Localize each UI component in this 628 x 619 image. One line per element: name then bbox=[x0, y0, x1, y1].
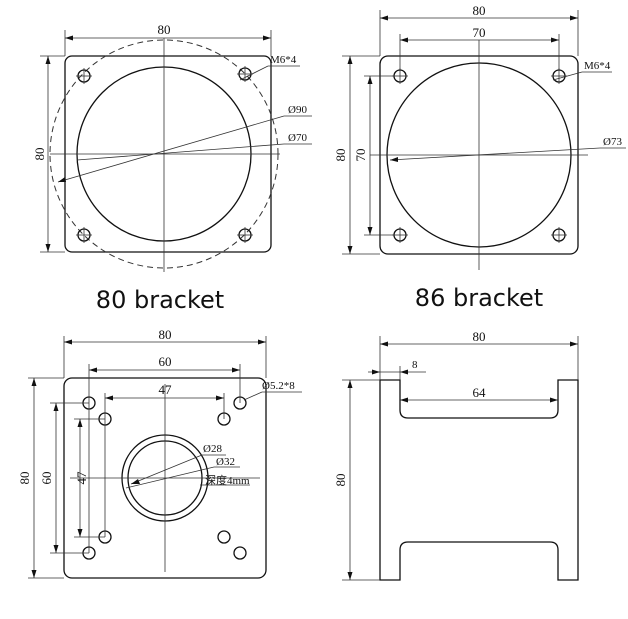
drawing-plate-top-view: 80 60 47 80 60 47 bbox=[17, 327, 302, 579]
label-dia-70: Ø70 bbox=[288, 132, 307, 144]
dim-span-60: 60 bbox=[159, 354, 172, 369]
dim-width-80: 80 bbox=[473, 3, 486, 18]
dim-height-80: 80 bbox=[17, 472, 32, 485]
label-dia-32: Ø32 bbox=[216, 456, 235, 468]
dim-width-80: 80 bbox=[158, 22, 171, 37]
label-m6x4: M6*4 bbox=[270, 54, 297, 66]
dim-hole-span-70-v: 70 bbox=[353, 149, 368, 162]
label-depth-4mm: 深度4mm bbox=[205, 473, 250, 487]
dim-width-80: 80 bbox=[159, 327, 172, 342]
corner-holes bbox=[392, 68, 567, 243]
drawing-side-profile: 80 8 64 80 bbox=[333, 329, 579, 581]
dim-wall-8: 8 bbox=[412, 359, 418, 371]
label-dia-90: Ø90 bbox=[288, 104, 307, 116]
plate-outline bbox=[63, 377, 267, 579]
profile-outline bbox=[379, 379, 579, 581]
label-m6x4: M6*4 bbox=[584, 60, 611, 72]
label-holes-5-2x8: Ø5.2*8 bbox=[262, 380, 295, 392]
drawing-86-bracket: 80 70 80 70 M6*4 Ø73 86 bracket bbox=[333, 3, 626, 312]
caption-86-bracket: 86 bracket bbox=[415, 284, 543, 312]
dim-height-80: 80 bbox=[333, 149, 348, 162]
label-dia-28: Ø28 bbox=[203, 443, 222, 455]
dim-width-80: 80 bbox=[473, 329, 486, 344]
dim-inner-64: 64 bbox=[473, 385, 487, 400]
corner-holes bbox=[76, 66, 253, 243]
dim-height-80: 80 bbox=[32, 148, 47, 161]
dim-height-80: 80 bbox=[333, 474, 348, 487]
label-dia-73: Ø73 bbox=[603, 136, 622, 148]
drawing-80-bracket: 80 80 M6*4 Ø90 Ø70 80 bracket bbox=[32, 22, 312, 314]
dim-hole-span-70: 70 bbox=[473, 25, 486, 40]
dim-height-60: 60 bbox=[39, 472, 54, 485]
caption-80-bracket: 80 bracket bbox=[96, 286, 224, 314]
